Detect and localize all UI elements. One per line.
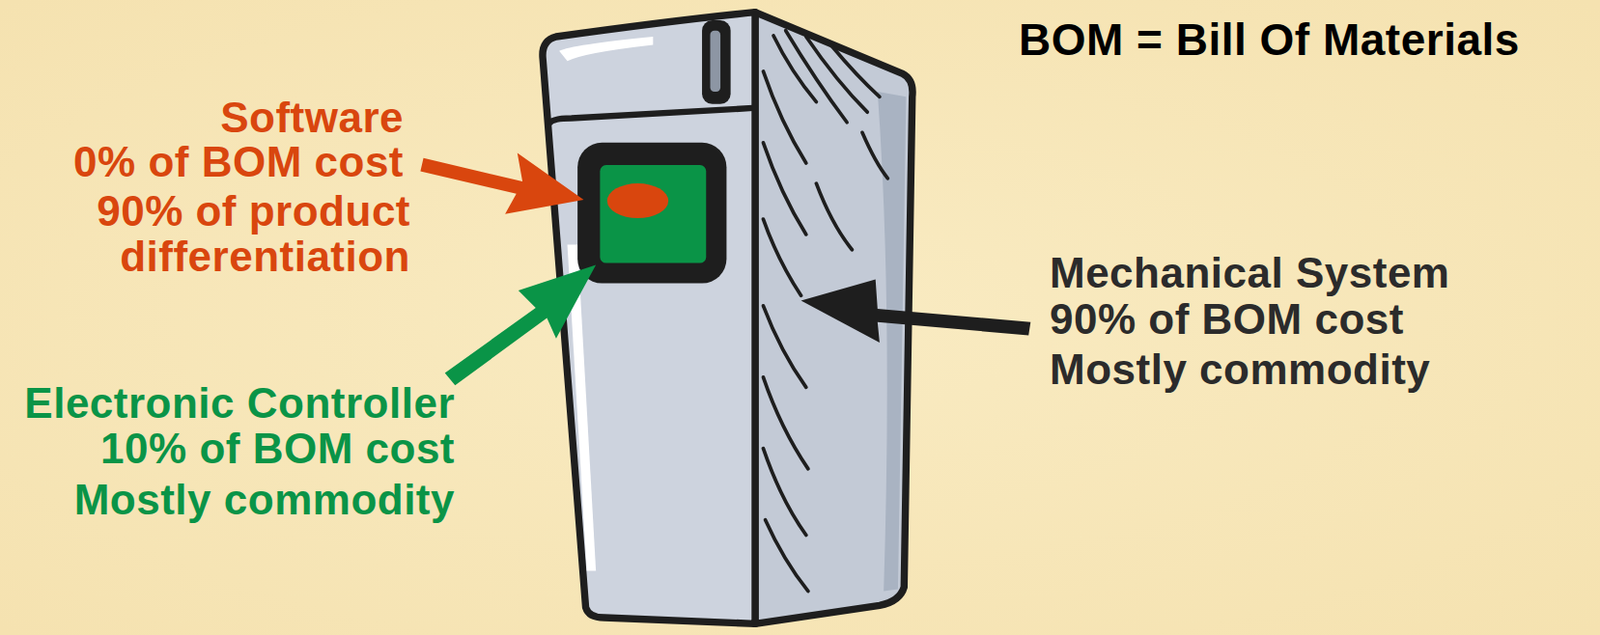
hatch-stroke [862,132,888,179]
callout-label: Mechanical System [1049,250,1572,296]
leader-arrow [801,279,1032,342]
hatch-stroke [765,520,809,592]
cabinet-front [542,12,756,625]
hatch-stroke [762,71,806,164]
leader-arrow [420,152,584,214]
lid-line [549,108,754,125]
hatch-stroke [831,46,880,98]
hatch-stroke [762,306,806,388]
callout-label: 0% of BOM cost [17,139,404,185]
leader-arrow [445,265,596,387]
handle-slot [701,20,731,105]
callout-label: Electronic Controller [0,380,455,426]
hatch-stroke [762,142,806,235]
callout-label: Software [17,94,404,141]
callout-label: Mostly commodity [1049,346,1572,393]
callout-label: Mostly commodity [0,477,455,523]
status-light [607,183,669,219]
highlight [559,36,653,61]
hatch-stroke [815,183,852,251]
display-bezel [577,142,727,284]
side-shade [877,91,907,592]
hatch-stroke [762,449,806,536]
callout-label: 90% of BOM cost [1049,296,1572,342]
hatch-stroke [762,219,801,296]
diagram-title: BOM = Bill Of Materials [1018,17,1520,63]
hatch-stroke [762,377,808,470]
handle-slot [710,30,722,92]
callout-label: 10% of BOM cost [0,425,455,472]
display-screen [599,165,706,263]
callout-label: 90% of product differentiation [62,188,411,280]
